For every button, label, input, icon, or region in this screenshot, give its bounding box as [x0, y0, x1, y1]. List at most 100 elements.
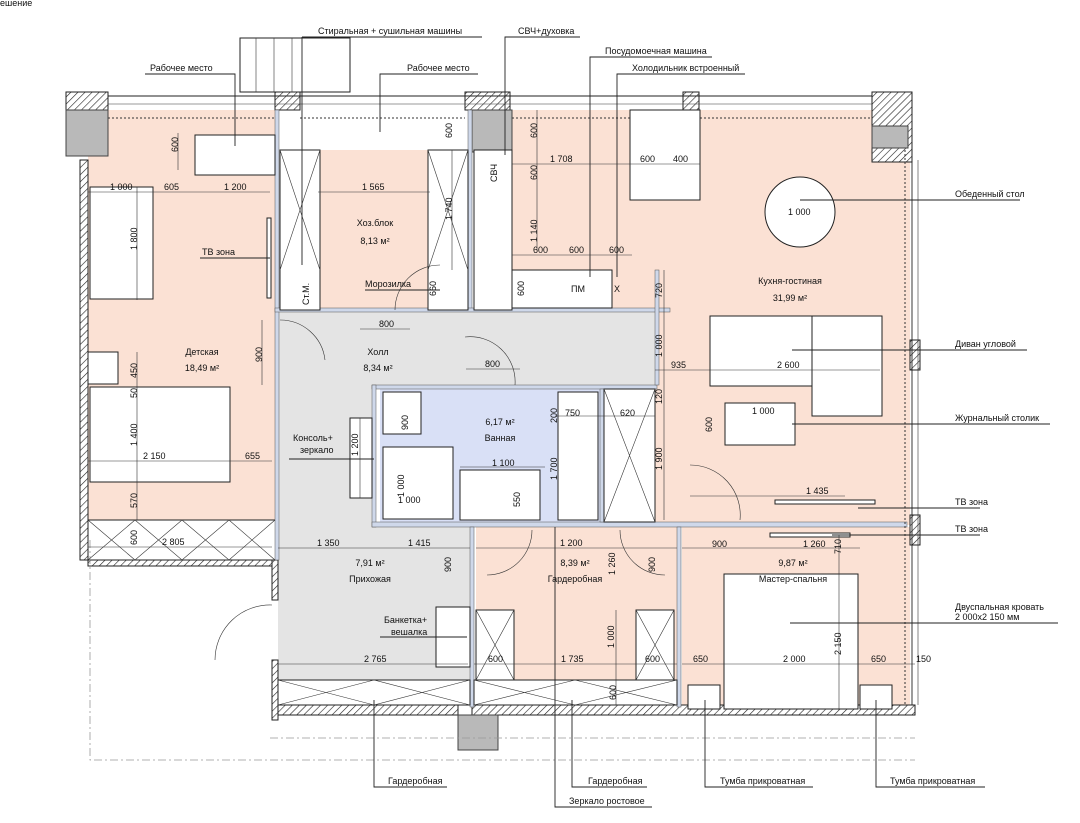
dining-table	[764, 176, 836, 248]
dimension-label: 200	[549, 408, 559, 423]
dimension-label: 600	[444, 123, 454, 138]
dimension-label: 1 000	[398, 495, 421, 505]
bathtub	[557, 391, 599, 521]
dimension-label: 600	[533, 245, 548, 255]
tv-living	[774, 499, 876, 505]
dimension-label: 1 000	[752, 406, 775, 416]
dimension-label: 2 150	[143, 451, 166, 461]
dimension-label: 1 708	[550, 154, 573, 164]
dimension-label: 600	[129, 530, 139, 545]
dimension-label: 660	[428, 281, 438, 296]
dimension-label: 600	[516, 281, 526, 296]
entrance-door	[214, 604, 273, 661]
callout-tv-zone-living: ТВ зона	[955, 497, 988, 507]
dimension-label: 1 140	[529, 219, 539, 242]
dimension-label: 50	[129, 388, 139, 398]
callout-console-1: Консоль+	[293, 433, 333, 443]
dimension-label: 1 800	[129, 227, 139, 250]
dimension-label: 1 435	[806, 486, 829, 496]
dimension-label: 1 000	[396, 474, 406, 497]
room-name-utility: Хоз.блок	[357, 218, 394, 228]
dimension-label: 2 150	[833, 632, 843, 655]
callout-microwave-oven: СВЧ+духовка	[518, 26, 574, 36]
dimension-label: 600	[569, 245, 584, 255]
callout-tv-zone-master: ТВ зона	[955, 524, 988, 534]
dimension-label: 1 350	[317, 538, 340, 548]
shower	[382, 446, 454, 520]
dimension-lines	[88, 110, 915, 710]
door-kids	[279, 319, 326, 361]
callout-bench-1: Банкетка+	[384, 615, 427, 625]
callout-console-2: зеркало	[300, 445, 334, 455]
callout-wardrobe-room: Гардеробная	[588, 776, 643, 786]
dimension-label: 600	[645, 654, 660, 664]
wardrobe-utility-left	[279, 149, 321, 311]
sink	[459, 469, 541, 521]
dimension-label: 2 765	[364, 654, 387, 664]
dimension-label: 900	[712, 539, 727, 549]
room-area-kitchen: 31,99 м²	[773, 293, 807, 303]
callout-fridge: Холодильник встроенный	[632, 63, 739, 73]
dimension-label: 600	[170, 137, 180, 152]
coffee-table	[724, 402, 796, 446]
utility-floor	[318, 150, 430, 310]
dimension-label: 1 000	[654, 334, 664, 357]
dimension-label: 2 805	[162, 537, 185, 547]
dimension-label: 935	[671, 360, 686, 370]
dimension-label: 600	[488, 654, 503, 664]
dimension-label: 1 400	[129, 423, 139, 446]
dimension-label: 655	[245, 451, 260, 461]
room-name-kids: Детская	[185, 347, 218, 357]
wardrobe-room	[473, 679, 678, 706]
room-labels: Детская 18,49 м² Хоз.блок 8,13 м² Холл 8…	[185, 218, 827, 584]
toilet	[382, 391, 422, 435]
callout-nightstand-1: Тумба прикроватная	[720, 776, 805, 786]
room-name-wardrobe: Гардеробная	[548, 574, 603, 584]
dimension-label: 1 900	[654, 447, 664, 470]
hall-floor	[278, 312, 656, 385]
dimension-label: 710	[833, 539, 843, 554]
dimension-label: 1 735	[561, 654, 584, 664]
dimension-label: 800	[379, 319, 394, 329]
room-name-kitchen: Кухня-гостиная	[758, 276, 822, 286]
washer-mark: Ст.М.	[301, 283, 311, 305]
dimension-label: 620	[620, 408, 635, 418]
dimension-label: 1 200	[560, 538, 583, 548]
room-area-master: 9,87 м²	[778, 558, 807, 568]
dimension-label: 720	[654, 283, 664, 298]
wardrobe-utility-right	[427, 149, 469, 311]
callout-dishwasher: Посудомоечная машина	[605, 46, 707, 56]
room-area-kids: 18,49 м²	[185, 363, 219, 373]
console	[349, 417, 373, 499]
kitchen-island	[629, 109, 701, 201]
dimension-label: 1 200	[224, 182, 247, 192]
dimension-label: 2 600	[777, 360, 800, 370]
callout-tv-zone-kids: ТВ зона	[202, 247, 235, 257]
callout-washer-dryer: Стиральная + сушильная машины	[318, 26, 462, 36]
room-name-hall: Холл	[367, 347, 388, 357]
room-area-wardrobe: 8,39 м²	[560, 558, 589, 568]
dimension-label: 400	[673, 154, 688, 164]
dimension-label: 550	[512, 492, 522, 507]
dimension-label: 1 260	[607, 552, 617, 575]
kids-wardrobe	[87, 519, 277, 561]
column	[457, 714, 499, 751]
page-title-fragment: ешение	[0, 0, 32, 8]
dimension-label: 650	[693, 654, 708, 664]
dimension-label: 120	[654, 389, 664, 404]
door-utility	[394, 264, 441, 311]
room-name-entry: Прихожая	[349, 574, 391, 584]
dimension-label: 900	[443, 557, 453, 572]
dimension-label: 1 740	[444, 197, 454, 220]
dimension-label: 1 000	[788, 207, 811, 217]
dimension-label: 1 700	[549, 457, 559, 480]
room-area-bath: 6,17 м²	[485, 417, 514, 427]
callout-dining-table: Обеденный стол	[955, 189, 1025, 199]
column	[65, 109, 109, 157]
dimension-labels: 600 1 000 605 1 200 1 800 1 565 1 740 60…	[110, 123, 931, 700]
room-name-master: Мастер-спальня	[759, 574, 827, 584]
dimension-label: 900	[647, 557, 657, 572]
double-bed	[723, 573, 859, 710]
callout-bench-2: вешалка	[391, 627, 427, 637]
